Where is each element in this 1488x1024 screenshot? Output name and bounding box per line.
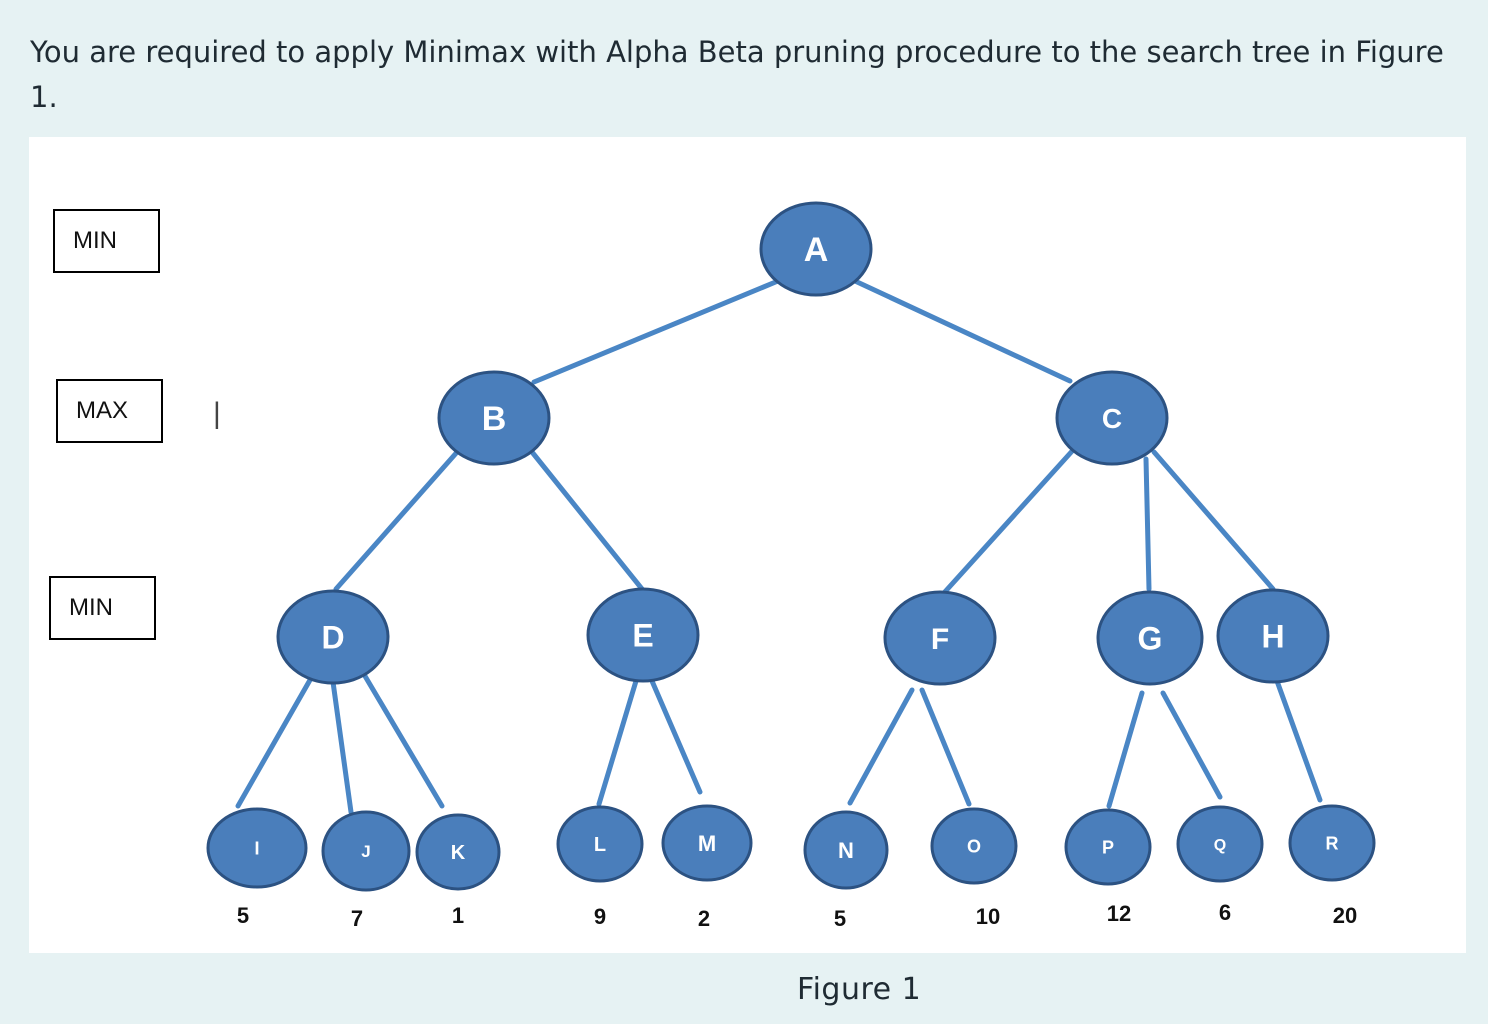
leaf-value-n: 5 bbox=[834, 906, 846, 931]
node-m bbox=[661, 804, 753, 882]
node-label-g: G bbox=[1138, 621, 1163, 657]
search-tree-diagram: A B C D E F G H I 5 J 7 K 1 L 9 M 2 N 5 O 10 P 12 Q 6 R 20 bbox=[206, 201, 1376, 931]
edge-d-i bbox=[235, 677, 313, 809]
edge-h-r bbox=[1274, 678, 1323, 803]
edge-g-p bbox=[1106, 690, 1145, 809]
edge-f-o bbox=[919, 687, 972, 807]
node-label-c: C bbox=[1102, 403, 1122, 434]
leaf-value-i: 5 bbox=[237, 903, 249, 928]
figure-caption: Figure 1 bbox=[797, 972, 922, 1007]
edge-g-q bbox=[1160, 690, 1223, 800]
leaf-value-q: 6 bbox=[1219, 900, 1231, 925]
node-d bbox=[276, 589, 390, 685]
edge-c-f bbox=[940, 446, 1077, 597]
edge-d-k bbox=[359, 668, 445, 809]
edge-d-j bbox=[330, 679, 354, 815]
leaf-value-k: 1 bbox=[452, 903, 464, 928]
leaf-value-j: 7 bbox=[351, 906, 363, 931]
leaf-value-m: 2 bbox=[698, 906, 710, 931]
edge-b-e bbox=[529, 449, 645, 592]
node-label-n: N bbox=[838, 838, 854, 863]
leaf-value-l: 9 bbox=[594, 904, 606, 929]
node-label-r: R bbox=[1326, 833, 1339, 853]
node-label-i: I bbox=[254, 838, 259, 858]
node-label-j: J bbox=[361, 842, 370, 861]
node-l bbox=[556, 805, 644, 883]
level-label-min-top: MIN bbox=[53, 209, 160, 273]
edge-c-h bbox=[1151, 449, 1276, 592]
question-text: You are required to apply Minimax with A… bbox=[30, 35, 1444, 114]
edge-a-c bbox=[852, 278, 1073, 384]
edge-e-l bbox=[596, 678, 639, 807]
node-label-e: E bbox=[632, 618, 653, 654]
edge-c-g bbox=[1143, 456, 1152, 592]
level-label-min-bottom: MIN bbox=[49, 576, 156, 640]
node-e bbox=[586, 587, 700, 683]
node-k bbox=[415, 813, 501, 891]
node-n bbox=[803, 810, 889, 890]
node-label-b: B bbox=[482, 400, 507, 438]
node-label-q: Q bbox=[1214, 837, 1226, 854]
edge-f-n bbox=[847, 687, 915, 806]
node-label-k: K bbox=[451, 842, 466, 864]
leaf-value-o: 10 bbox=[976, 904, 1000, 929]
node-q bbox=[1176, 805, 1264, 883]
node-p bbox=[1064, 808, 1152, 886]
leaf-value-r: 20 bbox=[1333, 903, 1357, 928]
node-i bbox=[206, 807, 308, 889]
edge-b-d bbox=[333, 448, 461, 592]
edge-e-m bbox=[649, 678, 703, 795]
leaf-value-p: 12 bbox=[1107, 901, 1131, 926]
node-label-l: L bbox=[594, 834, 606, 856]
node-j bbox=[321, 810, 411, 892]
node-b bbox=[437, 370, 551, 466]
node-c bbox=[1055, 370, 1169, 466]
node-r bbox=[1288, 804, 1376, 882]
edge-a-b bbox=[531, 278, 781, 385]
level-label-max: MAX bbox=[56, 379, 163, 443]
text-cursor: | bbox=[213, 397, 221, 430]
node-label-f: F bbox=[931, 623, 949, 656]
node-o bbox=[930, 807, 1018, 885]
node-label-p: P bbox=[1102, 837, 1114, 857]
node-a bbox=[759, 201, 873, 297]
node-label-o: O bbox=[967, 836, 981, 856]
figure-panel: A B C D E F G H I 5 J 7 K 1 L 9 M 2 N 5 O 10 P 12 Q 6 R 20 bbox=[29, 137, 1466, 953]
node-label-a: A bbox=[804, 231, 829, 269]
node-h bbox=[1216, 588, 1330, 684]
node-label-d: D bbox=[321, 620, 344, 656]
node-label-m: M bbox=[698, 831, 716, 856]
node-label-h: H bbox=[1261, 619, 1284, 655]
node-g bbox=[1096, 590, 1204, 686]
node-f bbox=[883, 590, 997, 686]
